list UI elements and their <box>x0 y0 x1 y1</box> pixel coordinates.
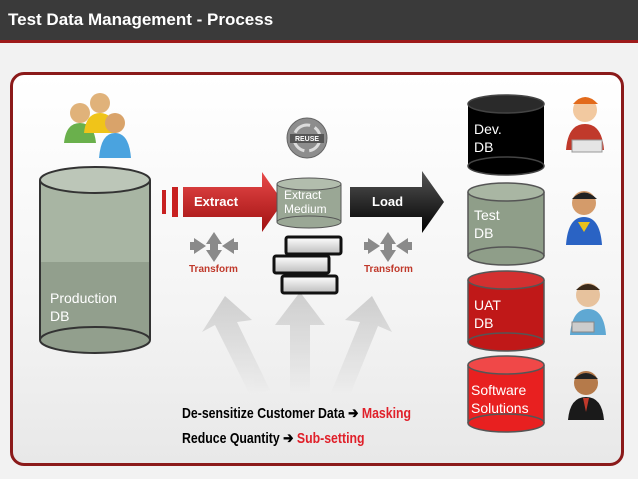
extract-arrow <box>162 172 283 232</box>
load-arrow <box>350 171 444 233</box>
extract-medium-label: Extract Medium <box>284 188 327 216</box>
transform-icon-right <box>364 232 412 262</box>
extract-label: Extract <box>194 194 239 209</box>
reuse-label: REUSE <box>295 136 319 143</box>
subsetting-line-text: Reduce Quantity <box>182 430 280 447</box>
software-solutions-label: Software Solutions <box>471 382 529 416</box>
load-label: Load <box>372 194 404 209</box>
title-bar: Test Data Management - Process <box>0 0 638 40</box>
masking-highlight: Masking <box>361 405 412 422</box>
production-db-label: Production DB <box>50 290 117 324</box>
transform-icon-left <box>190 232 238 262</box>
transform-label-right: Transform <box>364 264 413 275</box>
extract-medium-cylinder <box>276 177 342 229</box>
masking-arrow-icon: ➔ <box>348 405 359 422</box>
uat-db-cylinder <box>467 270 545 352</box>
uat-user-avatar <box>570 283 606 335</box>
masking-line-text: De-sensitize Customer Data <box>182 405 345 422</box>
dev-db-cylinder <box>467 94 545 176</box>
transform-label-left: Transform <box>189 264 238 275</box>
dev-db-label: Dev. DB <box>474 121 502 155</box>
masking-line: De-sensitize Customer Data ➔ Masking <box>182 404 411 422</box>
page-title: Test Data Management - Process <box>8 10 274 29</box>
fan-arrows-graphic <box>202 292 392 395</box>
uat-db-label: UAT DB <box>474 297 501 331</box>
users-group-icon <box>64 93 131 158</box>
subsetting-arrow-icon: ➔ <box>283 430 294 447</box>
software-solutions-cylinder <box>467 355 545 433</box>
business-user-avatar <box>568 371 604 420</box>
reuse-icon: REUSE <box>286 117 328 159</box>
subsetting-line: Reduce Quantity ➔ Sub-setting <box>182 429 365 447</box>
production-db-cylinder <box>39 166 151 354</box>
tester-avatar <box>566 191 602 245</box>
test-db-cylinder <box>467 182 545 266</box>
title-underline <box>0 40 638 43</box>
subsetting-highlight: Sub-setting <box>296 430 365 447</box>
storage-stack-icon <box>272 235 343 295</box>
developer-avatar <box>566 97 604 153</box>
test-db-label: Test DB <box>474 207 500 241</box>
